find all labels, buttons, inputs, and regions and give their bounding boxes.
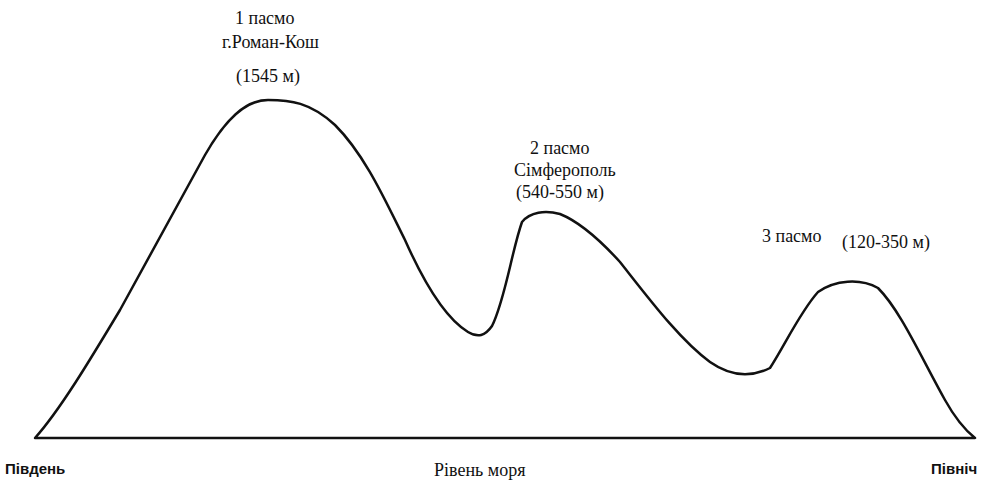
peak-name: г.Роман-Кош — [222, 32, 319, 54]
axis-label: Рівень моря — [434, 460, 525, 482]
direction-label: Північ — [931, 460, 977, 478]
place-name: Сімферополь — [514, 160, 616, 182]
height-value: (120-350 м) — [842, 232, 930, 254]
direction-label: Південь — [5, 460, 65, 478]
height-value: (1545 м) — [236, 66, 300, 88]
range-name: 3 пасмо — [762, 226, 822, 248]
range-name: 2 пасмо — [530, 138, 590, 160]
height-value: (540-550 м) — [516, 182, 604, 204]
profile-line — [35, 100, 975, 438]
range-name: 1 пасмо — [235, 8, 295, 30]
